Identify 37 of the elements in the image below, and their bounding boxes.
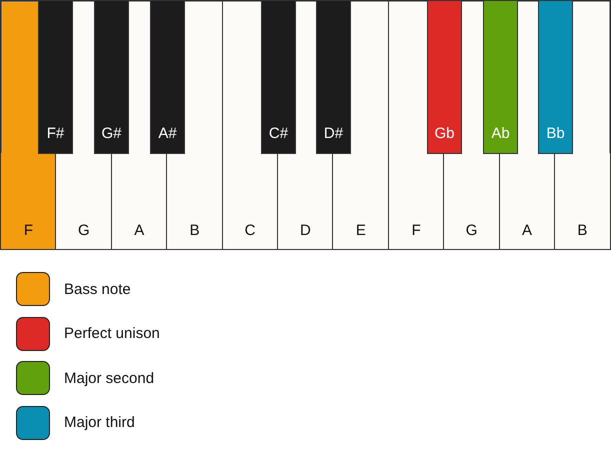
piano-key: [55, 153, 112, 250]
note-name: A: [522, 222, 532, 239]
accidental-key: [316, 0, 351, 154]
legend-label: Major third: [64, 414, 135, 432]
piano-key: [443, 153, 500, 250]
accidental-key: [94, 0, 129, 154]
accidental-key: [483, 0, 518, 154]
note-name: F: [412, 222, 421, 239]
accidental-key: [150, 0, 185, 154]
legend-label: Major second: [64, 370, 154, 387]
accidental-key: [38, 0, 73, 154]
note-name: D#: [324, 125, 344, 142]
accidental-key: [538, 0, 573, 154]
accidental-key: [427, 0, 462, 154]
note-name: A: [134, 222, 144, 239]
piano-key: [554, 153, 611, 250]
note-name: Bb: [546, 125, 565, 142]
note-name: B: [190, 222, 200, 239]
piano-key: [332, 153, 390, 250]
note-name: C: [244, 222, 256, 239]
piano-key: [166, 153, 224, 250]
legend-label: Bass note: [64, 280, 131, 298]
note-name: B: [577, 222, 588, 239]
note-name: G#: [102, 125, 122, 142]
note-name: A#: [158, 125, 177, 142]
note-name: F: [24, 222, 34, 239]
note-name: G: [466, 222, 478, 239]
note-name: F#: [46, 125, 64, 142]
note-name: Gb: [434, 125, 454, 142]
piano-key: [0, 153, 57, 250]
note-name: D: [300, 222, 311, 239]
note-name: G: [78, 222, 90, 239]
note-name: Ab: [491, 125, 510, 142]
legend-label: Perfect unison: [64, 325, 160, 342]
accidental-key: [261, 0, 296, 154]
note-name: E: [356, 222, 366, 239]
note-name: C#: [268, 125, 288, 142]
